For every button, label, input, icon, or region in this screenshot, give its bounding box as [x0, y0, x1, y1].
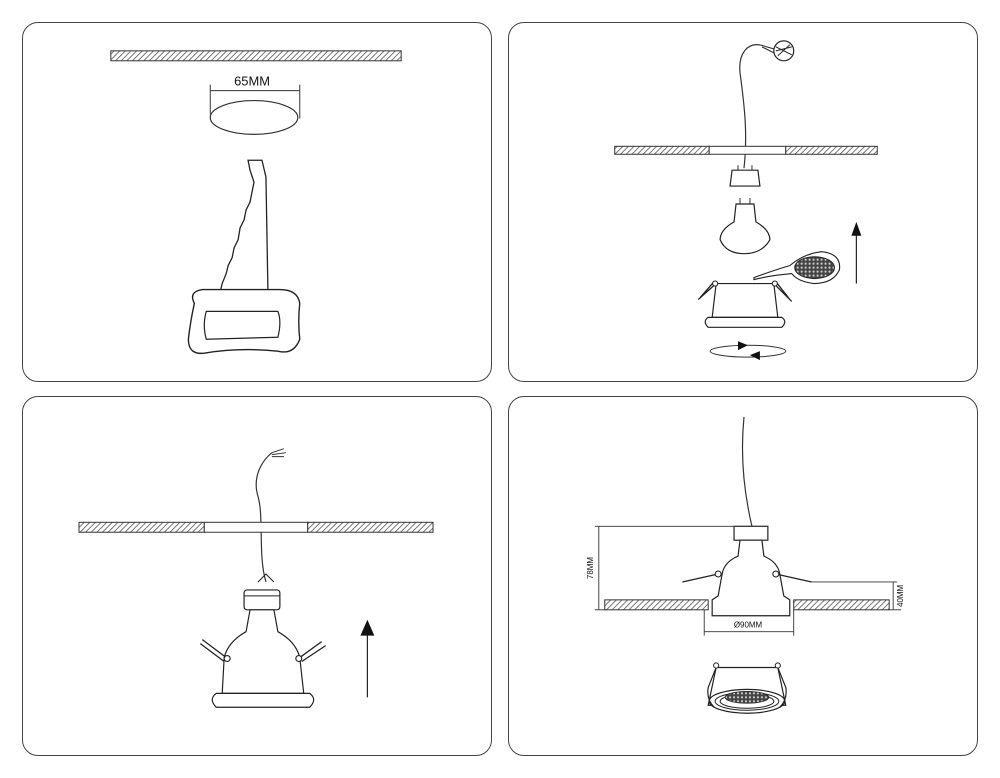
step-1-diagram: 65MM: [110, 50, 402, 355]
ceiling-board-left: [614, 145, 710, 155]
housing-trim-ring: [211, 692, 315, 708]
rotate-icon: [709, 341, 787, 361]
ceiling-board: [110, 50, 402, 62]
ceiling-board-left: [604, 599, 709, 611]
cut-hole-outline: [209, 99, 299, 135]
step-4-diagram: 78MM 40MM Ø90MM: [586, 416, 905, 714]
step-2-panel: [508, 22, 978, 382]
lamp-socket: [729, 169, 761, 187]
ceiling-board-right: [785, 145, 878, 155]
gu10-bulb: [719, 203, 771, 255]
height-total-label: 78MM: [586, 557, 595, 579]
step-4-panel: 78MM 40MM Ø90MM: [508, 396, 978, 756]
installed-housing: [711, 539, 791, 617]
spring-clip-left: [697, 281, 717, 300]
spring-clip-right: [773, 281, 793, 302]
spring-clip-right: [775, 573, 812, 583]
honeycomb-lens-callout: [753, 251, 841, 285]
step-2-diagram: [614, 40, 878, 361]
housing-trim-ring: [704, 316, 786, 328]
saw-handle-grip: [203, 310, 281, 340]
honeycomb-housing-icon: [707, 662, 787, 714]
power-cable: [741, 416, 753, 527]
lamp-socket: [733, 525, 769, 541]
spring-clip-right: [299, 641, 326, 663]
up-arrow-head-icon: [851, 221, 862, 236]
step-3-panel: [22, 396, 492, 756]
cable-end: [271, 448, 286, 458]
diameter-label: Ø90MM: [734, 621, 762, 630]
ceiling-board-left: [78, 521, 205, 533]
height-visible-label: 40MM: [896, 585, 905, 607]
step-3-diagram: [78, 448, 434, 708]
power-cable: [739, 44, 761, 169]
lamp-socket: [243, 589, 281, 611]
ceiling-opening: [708, 145, 787, 155]
ceiling-board-right: [307, 521, 434, 533]
ceiling-board-right: [793, 599, 890, 611]
step-1-panel: 65MM: [22, 22, 492, 382]
power-cable: [255, 452, 273, 583]
up-arrow-head-icon: [360, 619, 375, 636]
recessed-housing: [711, 282, 779, 318]
bulb-housing: [221, 609, 305, 694]
cut-diameter-label: 65MM: [234, 74, 270, 89]
saw-blade: [219, 159, 269, 293]
spring-clip-left: [199, 639, 227, 663]
ceiling-opening: [203, 521, 309, 533]
wire-connector-icon: [759, 40, 795, 62]
spring-clip-left: [682, 573, 719, 583]
